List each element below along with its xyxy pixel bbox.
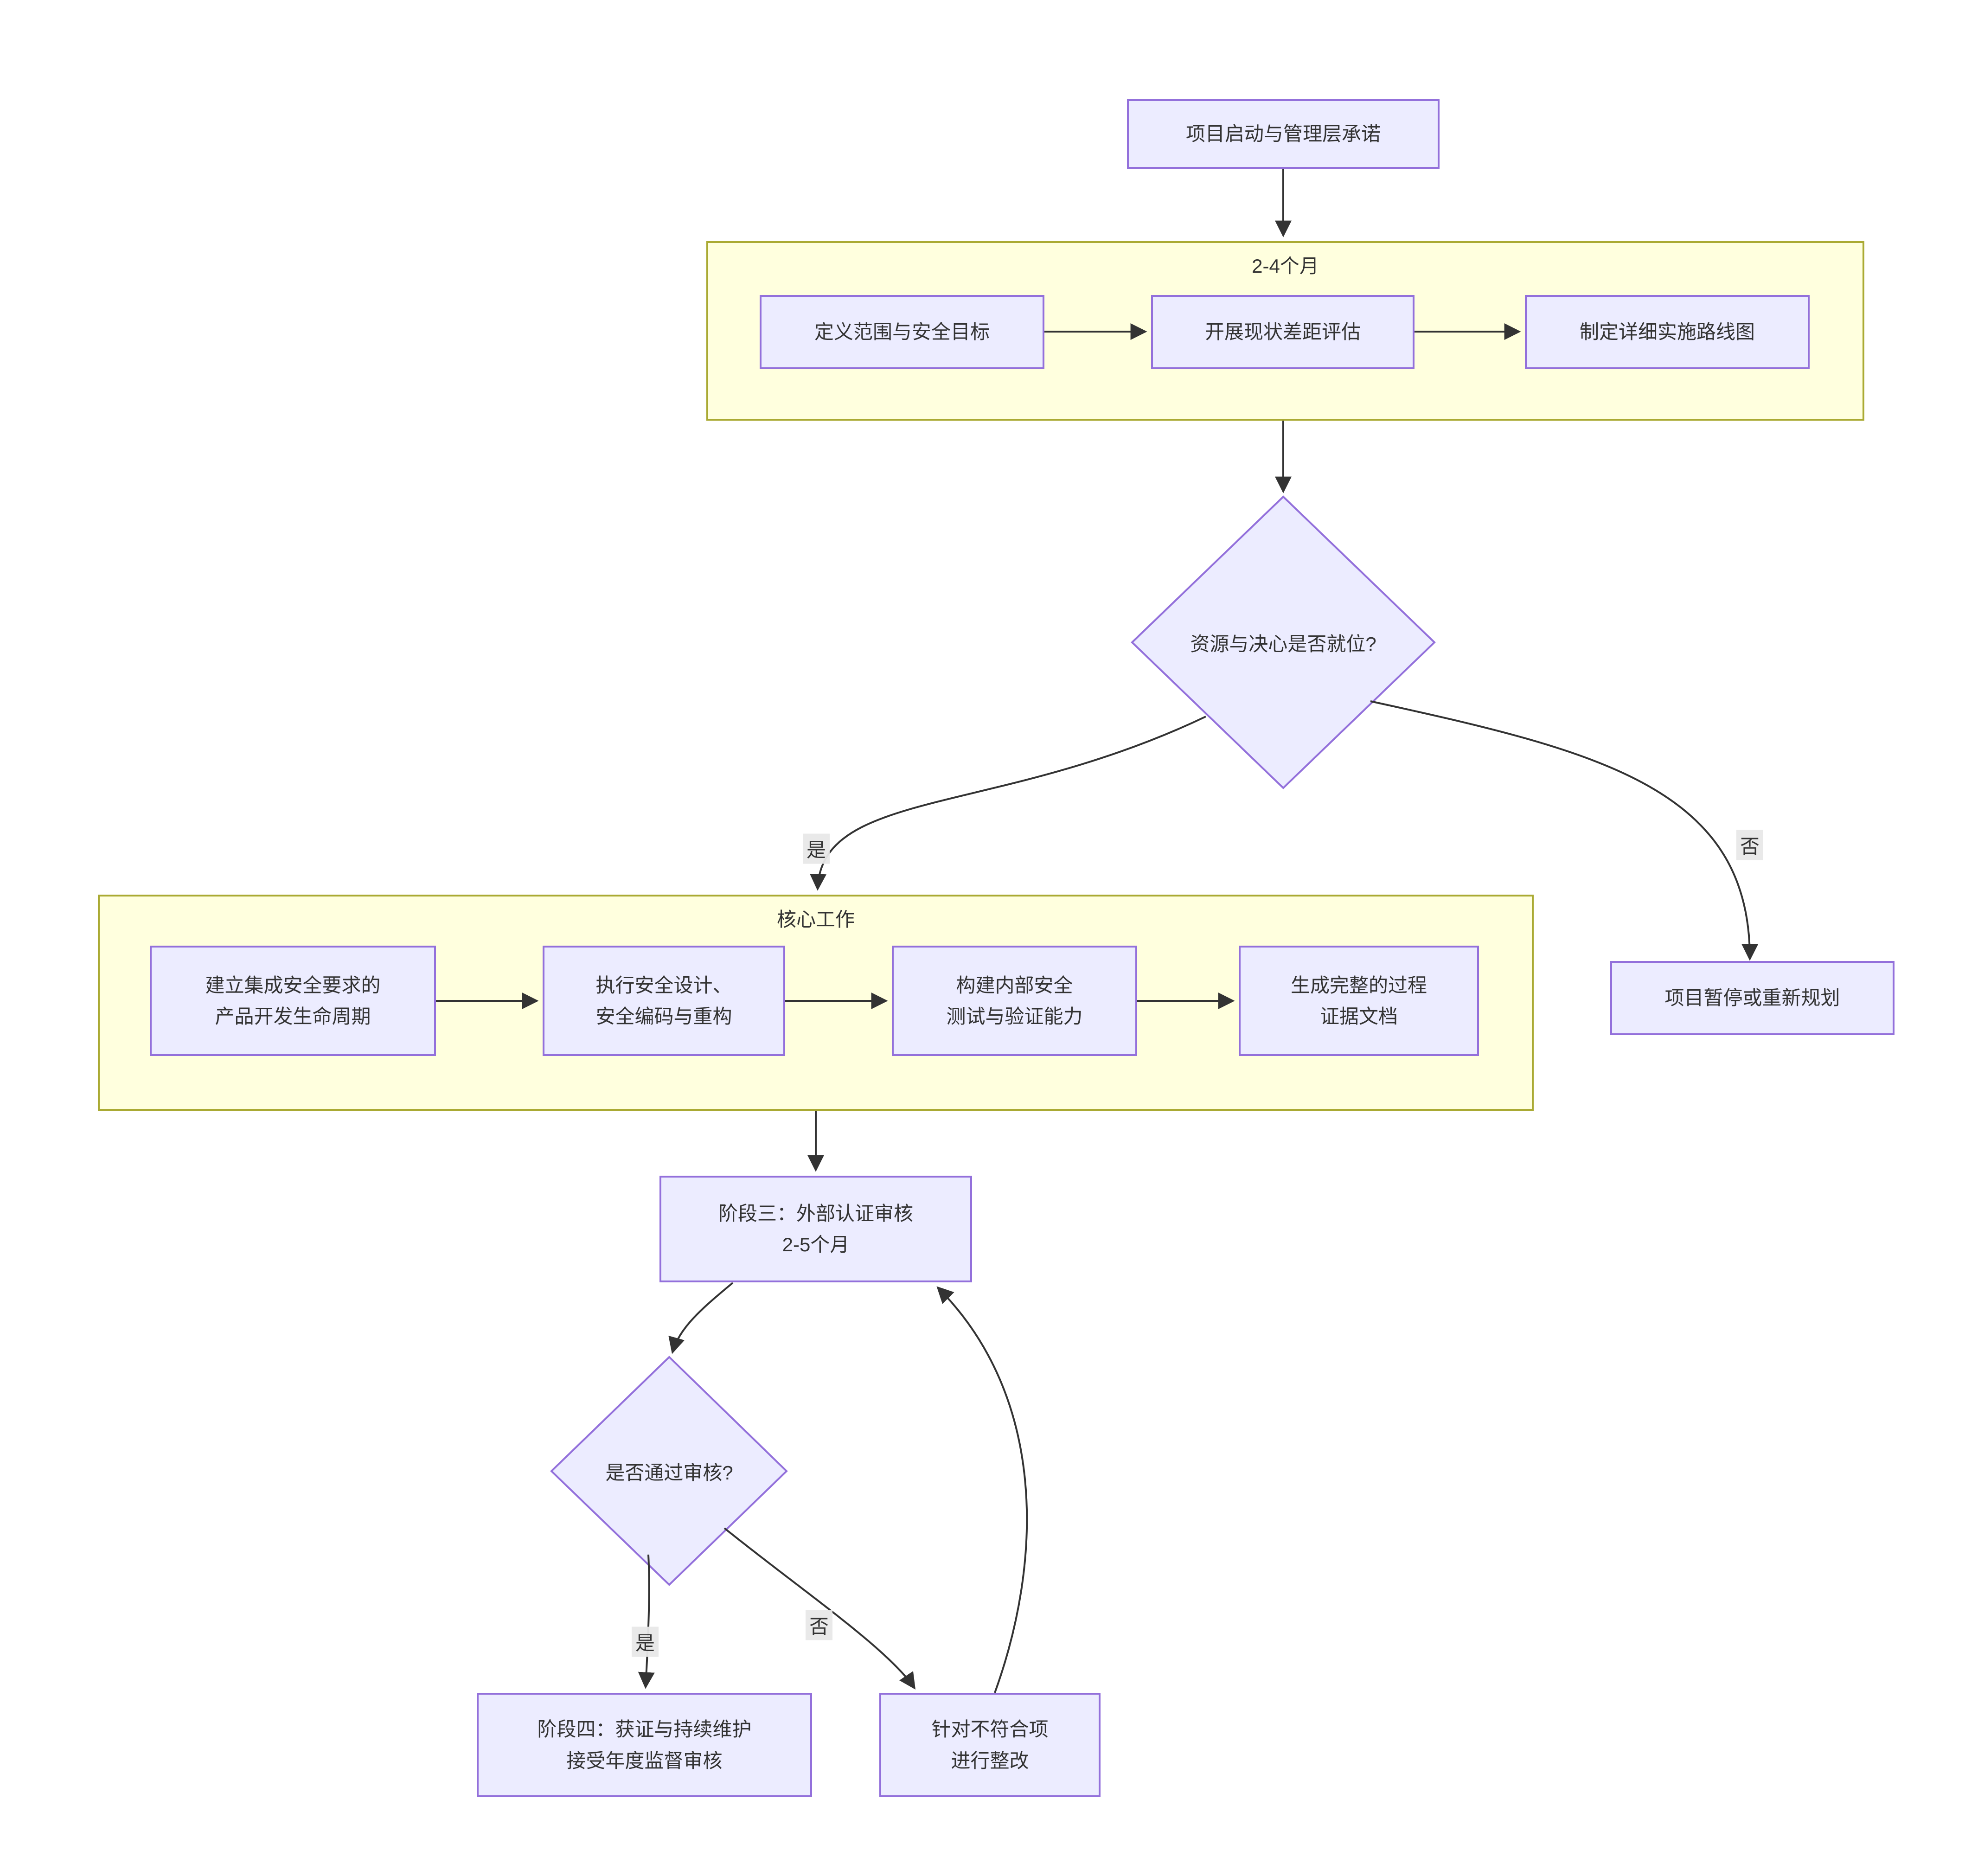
subgraph-phase2-label: 核心工作: [776, 909, 855, 930]
edge-label-yes-1: 是: [802, 833, 830, 864]
node-roadmap: 制定详细实施路线图: [1525, 295, 1810, 369]
edge-decision2-yes: [638, 1554, 655, 1689]
edge-decision2-no: [723, 1527, 916, 1690]
node-define-scope: 定义范围与安全目标: [760, 295, 1044, 369]
edge-label-no-1: 否: [1736, 830, 1764, 860]
decision1-label: 资源与决心是否就位?: [1190, 633, 1376, 655]
decision1-shape: [1131, 495, 1436, 789]
edge-phase3-to-decision2: [668, 1282, 734, 1354]
decision2-label: 是否通过审核?: [605, 1461, 733, 1484]
edge-decision1-no: [1370, 700, 1759, 961]
node-evidence-docs: 生成完整的过程 证据文档: [1239, 946, 1479, 1056]
node-phase4-certification: 阶段四：获证与持续维护 接受年度监督审核: [477, 1693, 812, 1797]
node-start: 项目启动与管理层承诺: [1127, 99, 1440, 169]
edge-label-yes-2: 是: [631, 1626, 659, 1657]
node-sdlc: 建立集成安全要求的 产品开发生命周期: [150, 946, 436, 1056]
node-phase3-audit: 阶段三：外部认证审核 2-5个月: [659, 1176, 972, 1282]
edge-decision1-yes: [810, 716, 1206, 891]
node-gap-assessment: 开展现状差距评估: [1151, 295, 1415, 369]
node-project-pause: 项目暂停或重新规划: [1610, 961, 1895, 1035]
node-security-testing: 构建内部安全 测试与验证能力: [892, 946, 1137, 1056]
edge-rework-to-phase3: [936, 1286, 1028, 1693]
edge-label-no-2: 否: [805, 1610, 833, 1640]
node-rework: 针对不符合项 进行整改: [879, 1693, 1101, 1797]
node-secure-design: 执行安全设计、 安全编码与重构: [543, 946, 785, 1056]
decision2-shape: [550, 1356, 788, 1586]
subgraph-phase1-label: 2-4个月: [1252, 255, 1319, 277]
